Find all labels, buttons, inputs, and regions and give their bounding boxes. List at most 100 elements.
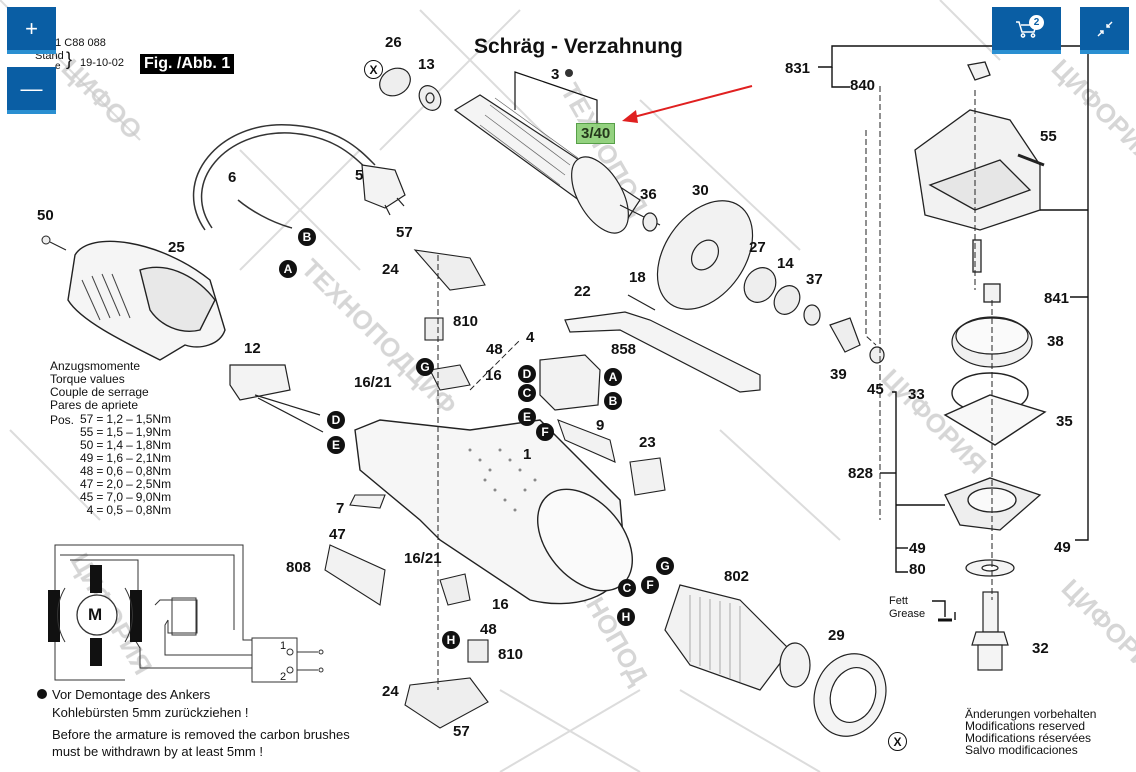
switch-contact-2: 2 xyxy=(280,671,287,683)
torque-row: 45=7,0–9,0Nm xyxy=(80,491,174,504)
part-label[interactable]: 55 xyxy=(1040,128,1057,145)
gasket-parts xyxy=(943,372,1047,446)
torque-max: 9,0Nm xyxy=(135,490,172,504)
part-label[interactable]: 858 xyxy=(611,341,637,358)
part-label[interactable]: 9 xyxy=(596,417,605,434)
torque-pos: 55 xyxy=(80,425,94,439)
connector-marker: E xyxy=(327,436,345,454)
screw-50 xyxy=(41,235,67,251)
switch-part xyxy=(539,354,601,411)
part-label[interactable]: 831 xyxy=(785,60,811,77)
part-label[interactable]: 810 xyxy=(498,646,524,663)
part-label[interactable]: 50 xyxy=(37,207,54,224)
part-label[interactable]: 39 xyxy=(830,366,847,383)
collapse-button[interactable] xyxy=(1080,7,1129,54)
highlighted-part-label[interactable]: 3/40 xyxy=(576,123,616,144)
cart-button[interactable]: 2 xyxy=(992,7,1061,54)
air-guide-part xyxy=(656,200,754,310)
part-label[interactable]: 57 xyxy=(396,224,413,241)
suppressor-part xyxy=(229,364,324,433)
part-label[interactable]: 16/21 xyxy=(404,550,442,567)
connector-marker: C xyxy=(618,579,636,597)
zoom-out-button[interactable]: — xyxy=(7,67,56,114)
torque-min: 0,5 xyxy=(106,503,124,517)
collapse-icon xyxy=(1097,21,1112,36)
part-label[interactable]: 32 xyxy=(1032,640,1049,657)
part-label[interactable]: 57 xyxy=(453,723,470,740)
torque-min: 0,6 xyxy=(106,464,124,478)
part-label[interactable]: 48 xyxy=(486,341,503,358)
connector-marker: F xyxy=(536,423,554,441)
part-label[interactable]: 1 xyxy=(523,446,532,463)
part-label[interactable]: 35 xyxy=(1056,413,1073,430)
connector-marker: D xyxy=(327,411,345,429)
part-label[interactable]: 33 xyxy=(908,386,925,403)
torque-min: 1,6 xyxy=(106,451,124,465)
bearing-parts-right xyxy=(642,212,885,364)
connector-marker: B xyxy=(298,228,316,246)
part-label[interactable]: 47 xyxy=(329,526,346,543)
torque-max: 1,9Nm xyxy=(135,425,172,439)
zoom-in-button[interactable]: + xyxy=(7,7,56,54)
part-label[interactable]: 36 xyxy=(640,186,657,203)
part-label[interactable]: 49 xyxy=(1054,539,1071,556)
part-label[interactable]: 18 xyxy=(629,269,646,286)
part-label[interactable]: 37 xyxy=(806,271,823,288)
part-label[interactable]: 7 xyxy=(336,500,345,517)
part-label[interactable]: 48 xyxy=(480,621,497,638)
part-label[interactable]: 49 xyxy=(909,540,926,557)
part-label[interactable]: 4 xyxy=(526,329,535,346)
plus-icon: + xyxy=(25,15,38,41)
part-label[interactable]: 3 xyxy=(551,66,560,83)
part-label[interactable]: 27 xyxy=(749,239,766,256)
torque-row: 47=2,0–2,5Nm xyxy=(80,478,174,491)
part-label[interactable]: 45 xyxy=(867,381,884,398)
part-label[interactable]: 5 xyxy=(355,167,364,184)
part-label[interactable]: 13 xyxy=(418,56,435,73)
part-label[interactable]: 840 xyxy=(850,77,876,94)
torque-min: 1,5 xyxy=(106,425,124,439)
part-label[interactable]: 16/21 xyxy=(354,374,392,391)
part-label[interactable]: 80 xyxy=(909,561,926,578)
torque-pos: 48 xyxy=(80,464,94,478)
part-label[interactable]: 22 xyxy=(574,283,591,300)
red-arrow xyxy=(622,85,753,123)
part-label[interactable]: 14 xyxy=(777,255,794,272)
torque-dash: – xyxy=(126,490,133,504)
part-label[interactable]: 6 xyxy=(228,169,237,186)
part-label[interactable]: 810 xyxy=(453,313,479,330)
minus-icon: — xyxy=(20,75,43,101)
part-label[interactable]: 841 xyxy=(1044,290,1070,307)
part-label[interactable]: 25 xyxy=(168,239,185,256)
torque-heading-fr: Couple de serrage xyxy=(50,385,149,399)
connector-marker: B xyxy=(604,392,622,410)
part-label[interactable]: 828 xyxy=(848,465,874,482)
torque-row: 49=1,6–2,1Nm xyxy=(80,452,174,465)
part-label[interactable]: 26 xyxy=(385,34,402,51)
torque-heading-en: Torque values xyxy=(50,372,125,386)
part-label[interactable]: 24 xyxy=(382,261,399,278)
assembly-brackets xyxy=(818,45,1089,573)
part-label[interactable]: 23 xyxy=(639,434,656,451)
torque-row: 55=1,5–1,9Nm xyxy=(80,426,174,439)
part-label[interactable]: 16 xyxy=(485,367,502,384)
cart-count-badge: 2 xyxy=(1029,15,1044,30)
part-label[interactable]: 12 xyxy=(244,340,261,357)
part-label[interactable]: 802 xyxy=(724,568,750,585)
connector-marker: E xyxy=(518,408,536,426)
switch-lever-part xyxy=(564,294,761,393)
torque-dash: – xyxy=(126,425,133,439)
switch-contact-1: 1 xyxy=(280,640,287,652)
part-label[interactable]: 38 xyxy=(1047,333,1064,350)
note-de-1: Vor Demontage des Ankers xyxy=(52,687,211,702)
bearing-parts xyxy=(379,67,442,111)
part-label[interactable]: 29 xyxy=(828,627,845,644)
part-label[interactable]: 808 xyxy=(286,559,312,576)
part-label[interactable]: 16 xyxy=(492,596,509,613)
torque-min: 7,0 xyxy=(106,490,124,504)
motor-housing-part xyxy=(354,419,634,605)
part-label[interactable]: 24 xyxy=(382,683,399,700)
connector-marker: H xyxy=(617,608,635,626)
part-label[interactable]: 30 xyxy=(692,182,709,199)
